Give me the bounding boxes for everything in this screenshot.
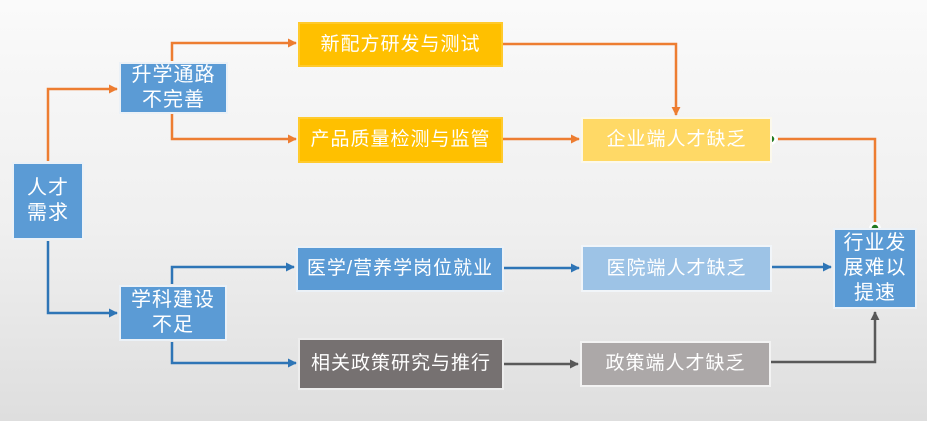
node-label: 医学/营养学岗位就业 (306, 258, 494, 280)
connector-talent-to-education (46, 84, 118, 161)
connector-policy-to-industry (771, 311, 880, 364)
node-label: 提速 (854, 281, 896, 304)
node-label: 需求 (27, 202, 69, 224)
connector-enterprise-to-industry (778, 137, 877, 222)
node-formula-rnd-testing[interactable]: 新配方研发与测试 (298, 22, 503, 67)
node-label: 企业端人才缺乏 (606, 129, 747, 151)
node-talent-demand[interactable]: 人才 需求 (12, 162, 84, 240)
node-label: 人才 (27, 177, 69, 200)
node-enterprise-talent-shortage[interactable]: 企业端人才缺乏 (581, 117, 772, 163)
node-label: 产品质量检测与监管 (310, 129, 491, 151)
node-label: 新配方研发与测试 (320, 33, 481, 55)
node-label: 学科建设 (131, 289, 215, 312)
connector-education-to-formula (170, 38, 297, 61)
node-industry-development-slow[interactable]: 行业发 展难以 提速 (833, 228, 917, 309)
node-education-path-incomplete[interactable]: 升学通路 不完善 (119, 62, 228, 114)
connector-discipline-to-medical (170, 262, 295, 284)
node-label: 不足 (152, 314, 194, 336)
connector-formula-to-enterprise (503, 42, 681, 116)
node-policy-research-promotion[interactable]: 相关政策研究与推行 (298, 338, 504, 390)
node-quality-inspection-supervision[interactable]: 产品质量检测与监管 (298, 117, 503, 163)
node-hospital-talent-shortage[interactable]: 医院端人才缺乏 (581, 245, 772, 292)
node-discipline-building-insufficient[interactable]: 学科建设 不足 (119, 285, 227, 341)
node-label: 行业发 (843, 232, 907, 255)
node-medical-nutrition-jobs[interactable]: 医学/营养学岗位就业 (296, 246, 504, 292)
node-label: 展难以 (843, 257, 907, 280)
connector-discipline-to-policy-research (170, 342, 297, 368)
node-label: 不完善 (142, 89, 205, 111)
connector-education-to-quality (170, 114, 297, 144)
node-label: 医院端人才缺乏 (606, 257, 747, 279)
node-label: 相关政策研究与推行 (310, 353, 491, 375)
node-policy-talent-shortage[interactable]: 政策端人才缺乏 (580, 341, 771, 387)
connector-talent-to-discipline (46, 241, 118, 318)
node-label: 政策端人才缺乏 (605, 353, 746, 375)
node-label: 升学通路 (131, 64, 216, 87)
